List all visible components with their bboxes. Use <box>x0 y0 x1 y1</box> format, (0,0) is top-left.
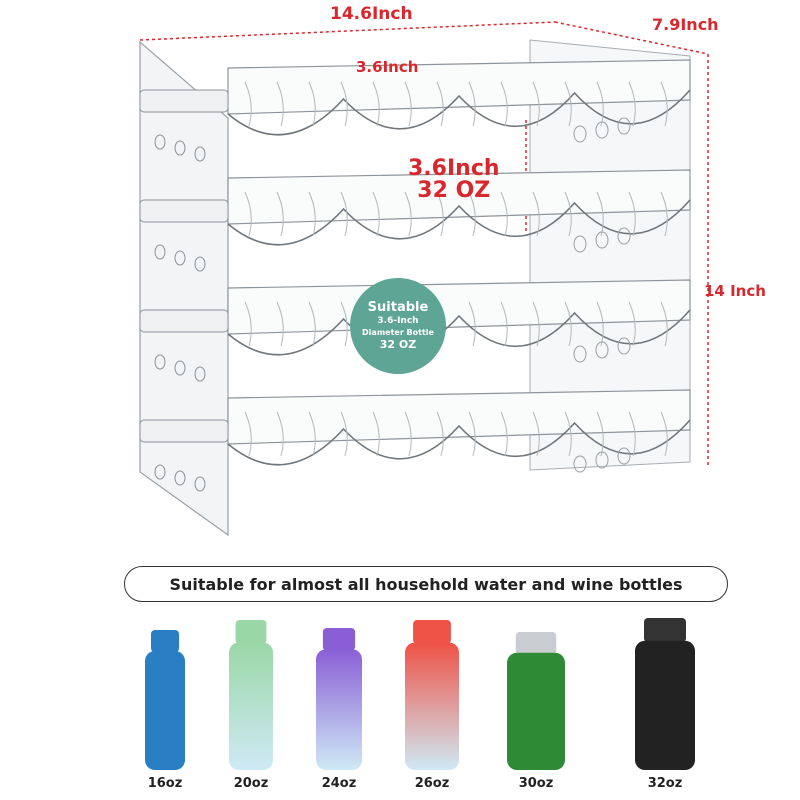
bottle <box>635 618 695 770</box>
bottle <box>507 632 565 770</box>
width-dimension-label: 14.6Inch <box>330 4 413 24</box>
wine-rack-illustration <box>139 21 709 537</box>
right-side-panel <box>529 39 691 471</box>
slot-width-dimension-label: 3.6Inch <box>356 58 419 76</box>
left-side-panel <box>139 40 229 537</box>
width-dimension-line <box>139 21 556 41</box>
slot-spacing-value: 3.6Inch <box>408 156 500 181</box>
badge-capacity: 32 OZ <box>379 338 417 351</box>
bottle <box>405 620 459 770</box>
bottle-size-label: 26oz <box>414 776 450 791</box>
suitability-banner: Suitable for almost all household water … <box>124 566 728 602</box>
bottle-size-label: 32oz <box>647 776 683 791</box>
badge-title: Suitable <box>367 300 429 315</box>
rack-shelf <box>139 169 691 272</box>
bottle <box>229 620 273 770</box>
bottle-size-label: 20oz <box>233 776 269 791</box>
height-dimension-label: 14 Inch <box>704 282 766 300</box>
slot-capacity-value: 32 OZ <box>417 178 491 203</box>
rack-shelf <box>139 389 691 492</box>
bottle <box>145 630 185 770</box>
depth-dimension-line <box>554 21 709 55</box>
suitable-badge: Suitable 3.6-Inch Diameter Bottle 32 OZ <box>350 278 446 374</box>
bottle-lineup <box>145 618 695 770</box>
rack-shelf <box>139 59 691 162</box>
badge-diameter-note: Diameter Bottle <box>362 328 434 337</box>
bottle-size-label: 24oz <box>321 776 357 791</box>
slot-spacing-dimension-label: 3.6Inch 32 OZ <box>408 158 500 202</box>
badge-diameter: 3.6-Inch <box>377 316 419 326</box>
depth-dimension-label: 7.9Inch <box>652 15 719 34</box>
bottle-size-label: 16oz <box>147 776 183 791</box>
bottle-size-label: 30oz <box>518 776 554 791</box>
bottle <box>316 628 362 770</box>
